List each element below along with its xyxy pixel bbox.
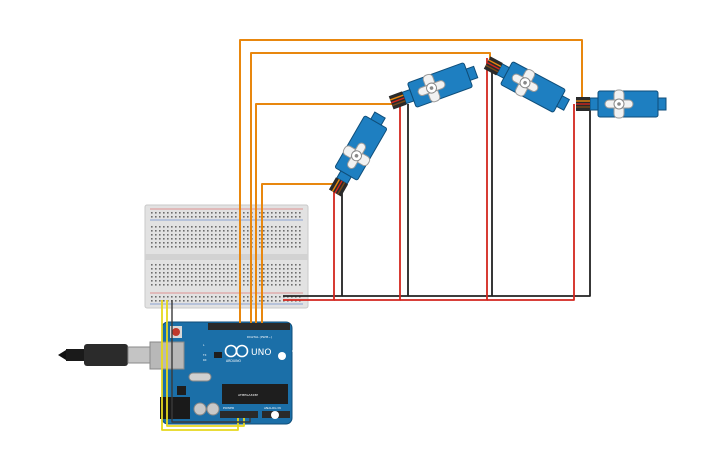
servo-motor <box>388 62 479 110</box>
servo-horn-icon <box>342 142 371 169</box>
l-label: L <box>203 343 205 347</box>
breadboard <box>144 204 309 309</box>
servo-motor <box>328 111 388 197</box>
infinity-logo-icon <box>224 344 249 358</box>
power-header <box>220 411 258 418</box>
servo-horn-icon <box>417 73 446 103</box>
breadboard-holes <box>151 212 301 302</box>
board-brand-label: ARDUINO <box>226 359 242 363</box>
tx-label: TX <box>203 353 207 357</box>
digital-header <box>208 323 290 330</box>
usb-plug-icon <box>58 344 151 366</box>
on-label: ON <box>292 349 296 353</box>
digital-label: DIGITAL (PWM~) <box>247 335 272 339</box>
rx-label: RX <box>203 358 207 362</box>
servo-group <box>328 56 667 197</box>
wires <box>161 39 591 431</box>
reset-button-icon[interactable] <box>170 326 182 338</box>
servo-horn-icon <box>511 68 539 97</box>
servo-motor <box>483 56 571 113</box>
chip-label: ATMEGA328P <box>238 393 258 397</box>
arduino-board: UNO ARDUINO DIGITAL (PWM~) POWER ANALOG … <box>149 321 296 425</box>
servo-motor <box>576 89 667 119</box>
servo-horn-icon <box>604 89 634 119</box>
board-model-label: UNO <box>251 348 271 358</box>
analog-label: ANALOG IN <box>264 406 281 410</box>
power-label: POWER <box>223 406 234 410</box>
microcontroller-chip <box>222 384 288 404</box>
